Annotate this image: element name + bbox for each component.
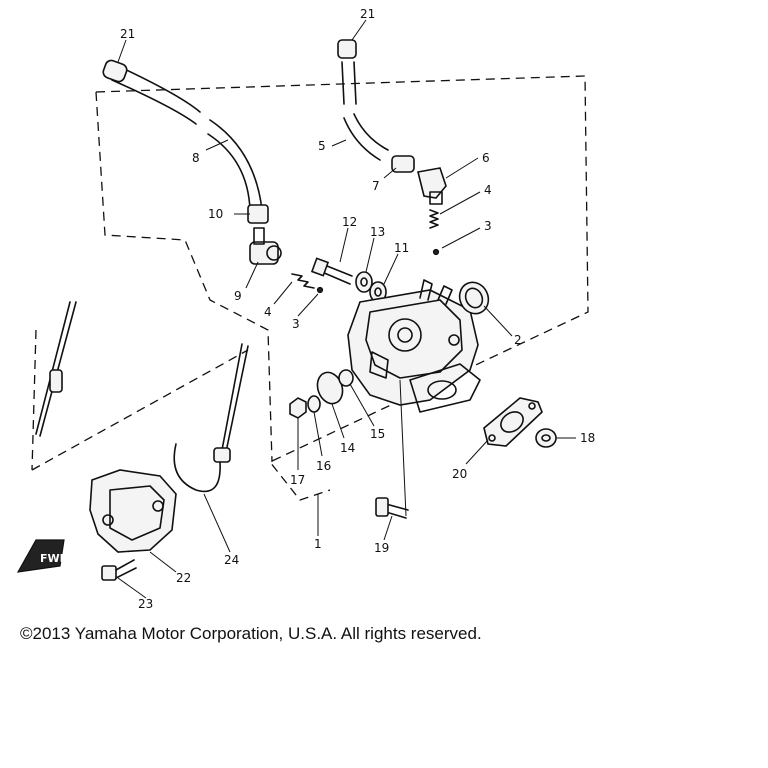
- callout-1: 1: [314, 537, 322, 551]
- washer-18: [535, 428, 557, 448]
- cap-21-left: [102, 59, 128, 83]
- callout-20: 20: [452, 467, 467, 481]
- pump-cable-24: [35, 301, 249, 493]
- forward-arrow-icon: FWD: [16, 539, 69, 573]
- elbow-fitting-9: [249, 227, 282, 265]
- callout-12: 12: [342, 215, 357, 229]
- callout-10: 10: [208, 207, 223, 221]
- copyright-notice: ©2013 Yamaha Motor Corporation, U.S.A. A…: [20, 624, 482, 643]
- washer-16: [307, 395, 321, 413]
- callout-9: 9: [234, 289, 242, 303]
- hose-5: [341, 61, 389, 161]
- callout-13: 13: [370, 225, 385, 239]
- callout-3-left: 3: [292, 317, 300, 331]
- cap-21-top: [337, 39, 357, 59]
- forward-label: FWD: [40, 552, 69, 565]
- callout-3-right: 3: [484, 219, 492, 233]
- bolt-12: [310, 257, 353, 285]
- callout-8: 8: [192, 151, 200, 165]
- elbow-fitting-6: [417, 167, 447, 205]
- callout-21-left: 21: [120, 27, 135, 41]
- hose-8: [111, 65, 269, 224]
- fitting-7: [391, 155, 415, 173]
- washer-13: [355, 271, 373, 293]
- callout-4-right: 4: [484, 183, 492, 197]
- callout-24: 24: [224, 553, 239, 567]
- callout-22: 22: [176, 571, 191, 585]
- callout-2: 2: [514, 333, 522, 347]
- spring-4-right: [429, 209, 440, 256]
- callout-16: 16: [316, 459, 331, 473]
- callout-23: 23: [138, 597, 153, 611]
- gasket-20: [483, 397, 543, 447]
- callout-18: 18: [580, 431, 595, 445]
- callout-19: 19: [374, 541, 389, 555]
- callout-7: 7: [372, 179, 380, 193]
- bolt-19: [375, 497, 409, 519]
- pump-cover-22: [89, 469, 177, 553]
- callout-17: 17: [290, 473, 305, 487]
- oil-pump-body: [347, 279, 481, 413]
- callout-5: 5: [318, 139, 326, 153]
- bolt-23: [101, 559, 137, 581]
- spring-4-left: [291, 273, 324, 294]
- callout-labels: 21 21 8 5 6 7 4 3 10 12 13 11 9 4 3 2 15…: [120, 7, 595, 611]
- callout-6: 6: [482, 151, 490, 165]
- callout-21-top: 21: [360, 7, 375, 21]
- washer-15: [338, 369, 354, 387]
- callout-14: 14: [340, 441, 355, 455]
- leader-lines: [117, 19, 576, 599]
- callout-4-left: 4: [264, 305, 272, 319]
- oil-seal-2: [458, 281, 490, 315]
- nut-17: [289, 397, 307, 419]
- callout-15: 15: [370, 427, 385, 441]
- callout-11: 11: [394, 241, 409, 255]
